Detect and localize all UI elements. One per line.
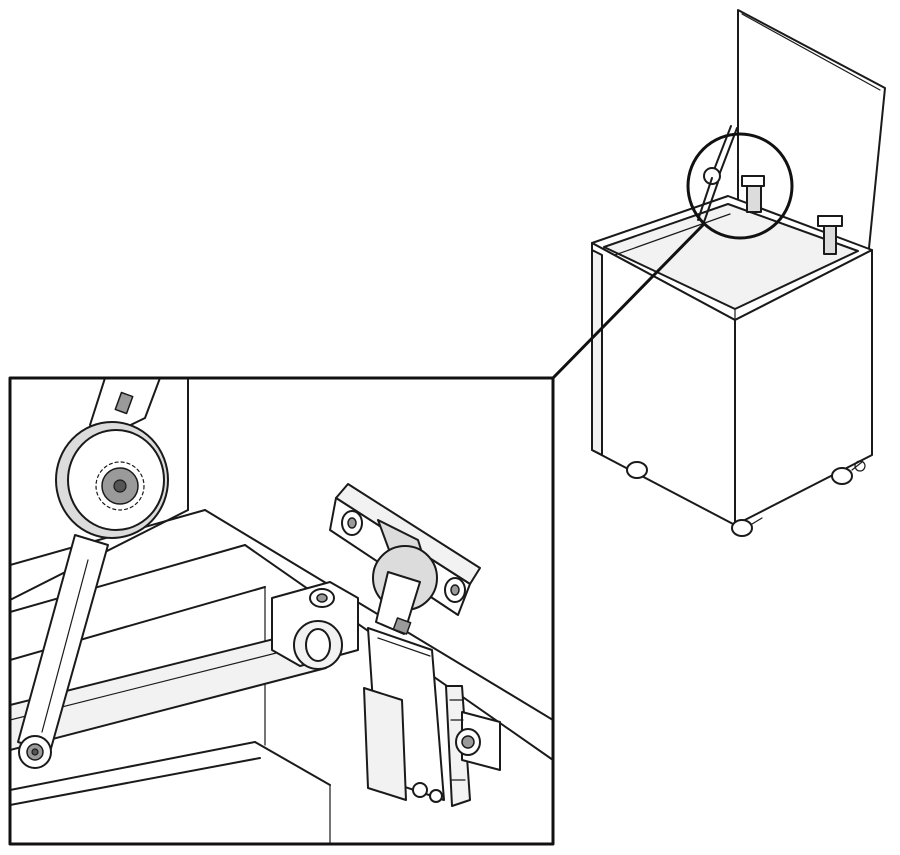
overview-lid-stay	[697, 125, 738, 223]
detail-frame	[8, 376, 555, 846]
cabinet-overview	[591, 9, 886, 537]
hinge-side-plate	[445, 685, 501, 807]
spring-disc-gear-icon	[95, 461, 145, 511]
detail-view	[8, 376, 555, 846]
cabinet-edge-band	[591, 249, 603, 456]
castor-wheels	[626, 460, 866, 537]
overview-hinge-left	[741, 175, 765, 213]
detail-hinge	[329, 483, 501, 807]
detail-leader-line	[551, 223, 705, 380]
detail-lid-stay	[17, 378, 169, 769]
overview-hinge-right	[817, 215, 843, 255]
strut-mount-bracket	[271, 581, 359, 670]
castor-wheel	[831, 467, 853, 485]
detail-magnifier-circle	[686, 132, 794, 240]
castor-wheel	[731, 519, 753, 537]
detail-interior	[10, 741, 331, 844]
castor-wheel	[626, 461, 648, 479]
detail-gas-strut	[10, 581, 359, 751]
